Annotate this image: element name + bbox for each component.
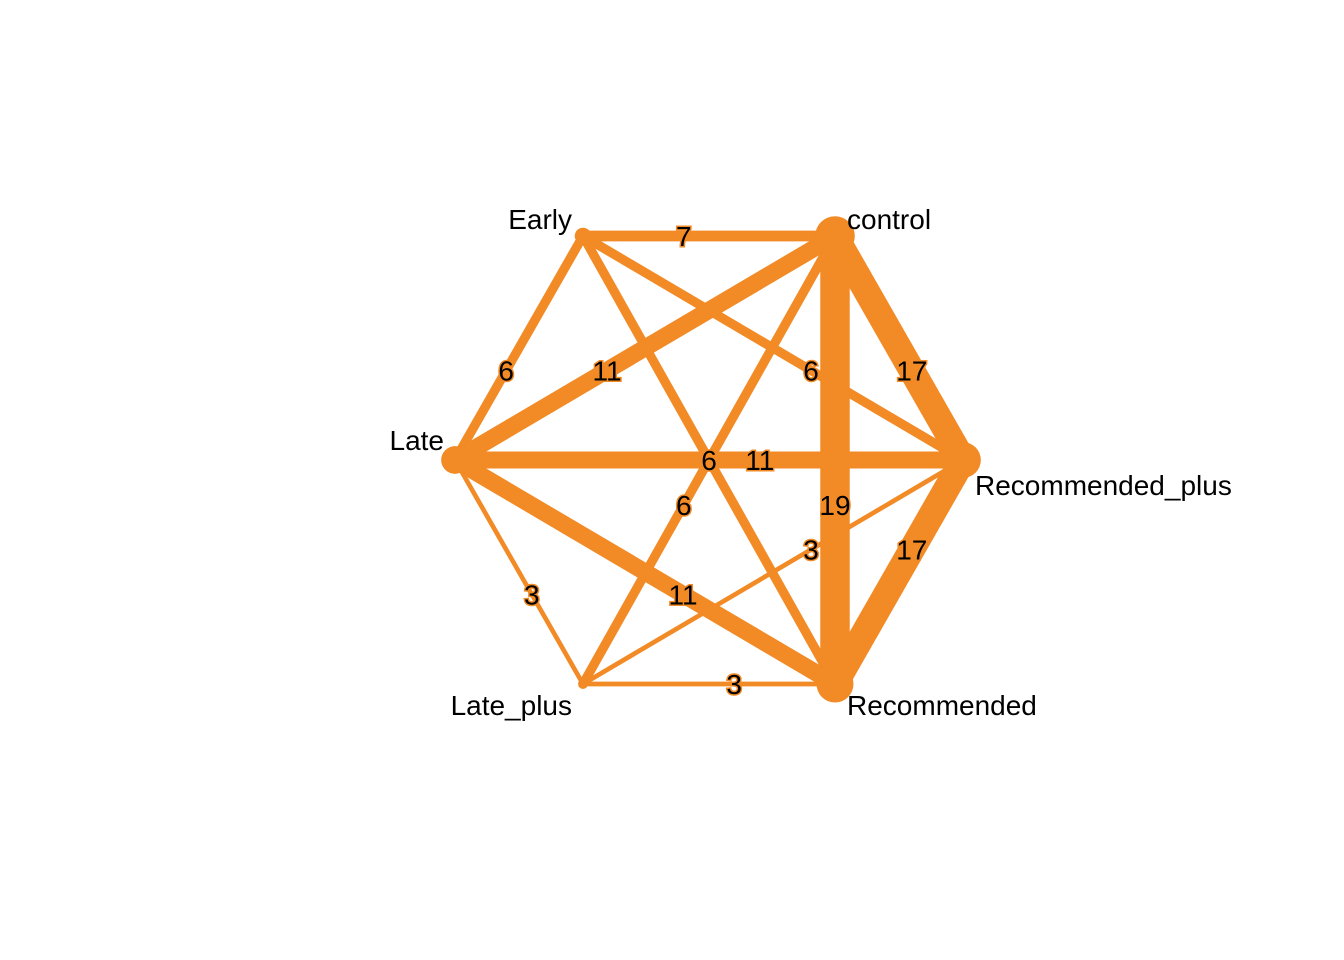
edge-weight-label: 6 [676,490,692,521]
edge-weight-label: 3 [726,669,742,700]
edge-weight-label: 3 [524,579,540,610]
edge-Recommended_plus-Recommended [823,453,975,691]
edge-Early-Late [450,233,588,463]
node-label-Late_plus: Late_plus [451,690,572,721]
edge-weight-label: 6 [498,355,514,386]
node-label-Recommended: Recommended [847,690,1037,721]
nodes-layer [441,216,981,703]
edge-Recommended_plus-Late_plus [581,457,965,687]
node-Late_plus[interactable] [578,679,588,689]
node-label-control: control [847,204,931,235]
edge-weight-label: 17 [896,355,927,386]
node-Early[interactable] [574,227,592,245]
edges-layer [450,228,975,692]
edge-weight-label: 3 [803,535,819,566]
edge-weight-label: 11 [745,445,774,476]
edge-weight-label: 11 [668,579,697,610]
edge-weight-label: 17 [896,535,927,566]
edge-weight-label: 7 [676,221,692,252]
edge-control-Recommended_plus [823,229,975,467]
node-label-Recommended_plus: Recommended_plus [975,470,1232,501]
edge-weight-label: 11 [592,355,621,386]
edge-Late-Late_plus [452,458,586,686]
node-Recommended[interactable] [816,665,854,703]
node-Recommended_plus[interactable] [945,442,981,478]
edge-weight-label: 19 [819,490,850,521]
node-label-Late: Late [390,425,445,456]
edge-weight-label: 6 [803,355,819,386]
edge-control-Late [450,228,840,468]
node-control[interactable] [815,216,855,256]
node-Late[interactable] [441,446,469,474]
node-label-Early: Early [508,204,572,235]
edge-weight-label: 6 [701,445,717,476]
edge-Late-Recommended [450,452,840,692]
